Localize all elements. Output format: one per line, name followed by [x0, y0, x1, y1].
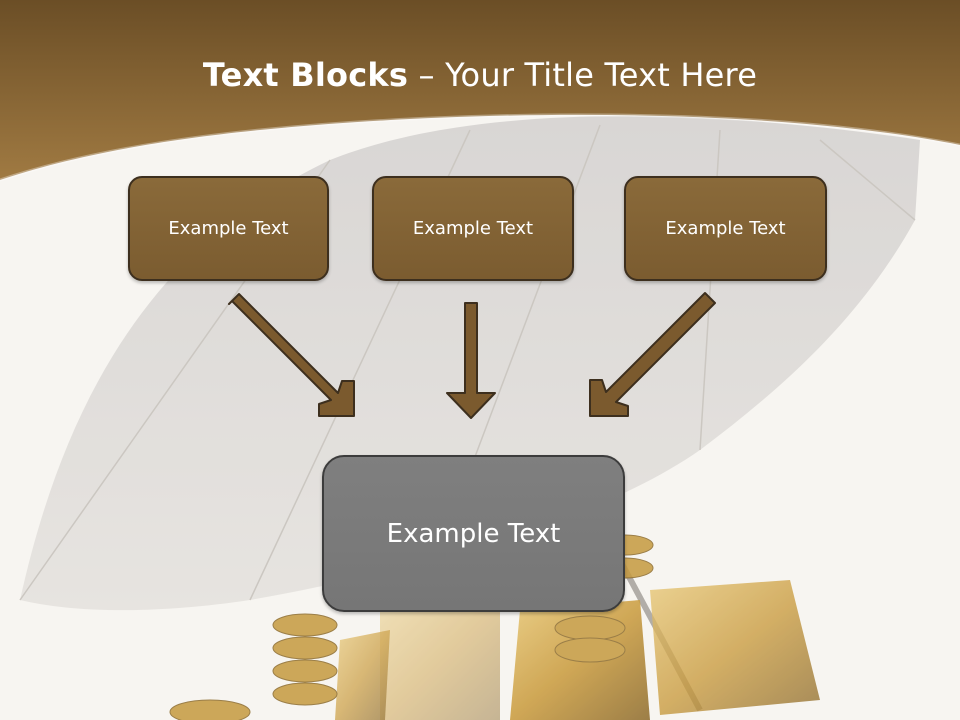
- text-block-label: Example Text: [168, 218, 289, 239]
- arrow-middle: [446, 302, 496, 419]
- text-block-left: Example Text: [128, 176, 329, 281]
- gold-image: [169, 534, 820, 720]
- slide-title: Text Blocks – Your Title Text Here: [0, 56, 960, 94]
- arrow-left: [228, 293, 355, 417]
- text-block-label: Example Text: [665, 218, 786, 239]
- text-block-middle: Example Text: [372, 176, 574, 281]
- arrows: [228, 292, 716, 419]
- center-text-block: Example Text: [322, 455, 625, 612]
- title-dash: –: [408, 56, 446, 94]
- title-bold: Text Blocks: [202, 56, 409, 94]
- arrow-right: [589, 292, 716, 417]
- title-rest: Your Title Text Here: [445, 56, 758, 94]
- header-band: [0, 0, 960, 180]
- text-block-right: Example Text: [624, 176, 827, 281]
- center-text-block-label: Example Text: [386, 518, 561, 549]
- text-block-label: Example Text: [412, 218, 534, 239]
